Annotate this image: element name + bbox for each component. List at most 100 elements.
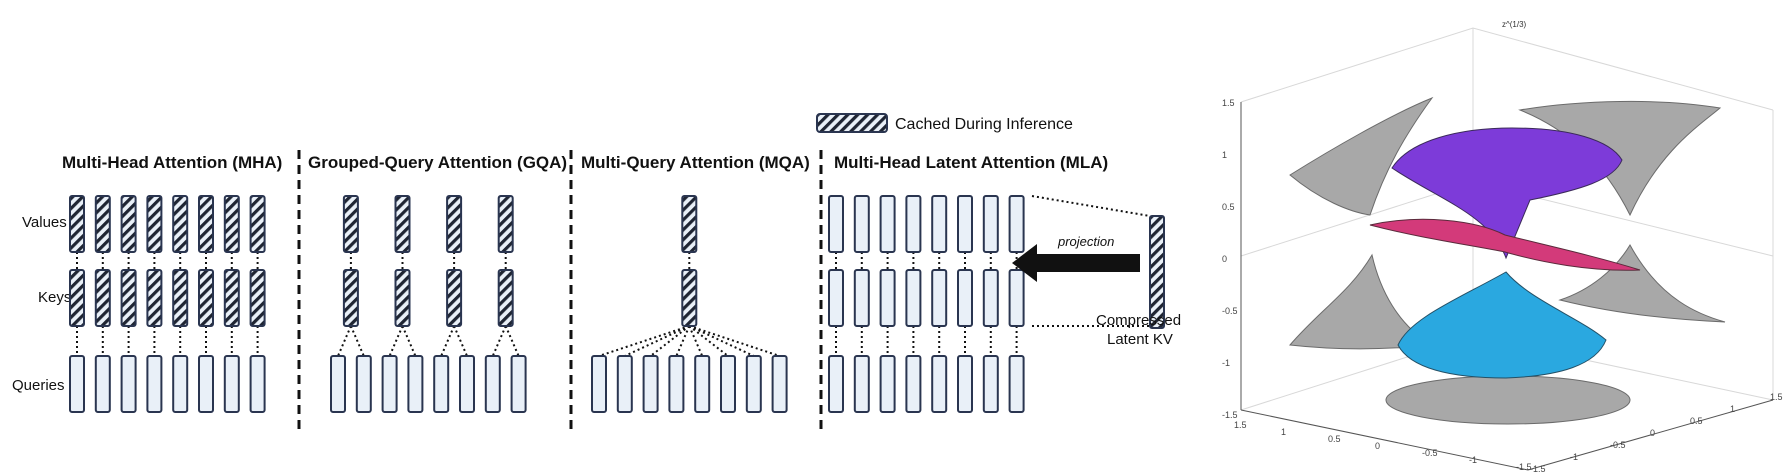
plot-ticks: 1.510.50-0.5-1-1.51.510.50-0.5-1-1.5-1.5… [1222,98,1783,474]
key-query-connector [504,325,520,357]
gqa-query-head [510,355,527,413]
y-tick-label: -1 [1570,452,1578,462]
mla-query-head [853,355,870,413]
mla-key-head [1008,269,1025,327]
mha-key-head [198,269,214,327]
grey-surface-left-upper [1289,96,1434,216]
mla-query-head [982,355,999,413]
mqa-query-head [694,355,711,413]
mha-query-head [146,355,163,413]
projection-arrowhead [1012,244,1037,282]
x-tick-label: 1.5 [1234,420,1247,430]
mla-value-head [853,195,870,253]
key-query-connector [453,325,468,357]
row-label-queries: Queries [12,377,65,394]
legend: Cached During Inference [816,113,1073,133]
gqa-query-head [459,355,475,413]
y-tick-label: 1 [1730,404,1735,414]
mha-value-head [146,195,163,253]
key-query-connector [349,325,365,357]
key-query-connector [624,325,690,357]
mha-value-head [223,195,240,253]
mha-key-head [94,269,111,327]
key-query-connector [440,325,456,357]
key-query-connector [688,325,755,357]
mha-value-head [94,195,111,253]
z-tick-label: 1 [1222,150,1227,160]
grey-surface-bottom-disc [1385,375,1631,425]
mha-query-head [69,355,85,413]
gqa-value-head [497,195,514,253]
mla-value-head [957,195,973,253]
legend-label: Cached During Inference [895,116,1073,133]
mla-key-head [957,269,973,327]
key-query-connector [688,325,729,357]
mqa-query-head [591,355,607,413]
compressed-latent-kv-block [1149,215,1165,329]
mqa-query-head [720,355,736,413]
key-query-connector [688,325,704,357]
grey-surface-left-lower [1289,253,1434,350]
gqa-query-head [433,355,450,413]
mla-key-head [853,269,870,327]
section-title-gqa: Grouped-Query Attention (GQA) [308,153,567,172]
gqa-key-head [342,269,359,327]
row-label-keys: Keys [38,289,71,306]
mha-value-head [120,195,137,253]
colored-surface-lower [1397,271,1607,379]
mha-query-head [94,355,111,413]
mha-value-head [198,195,214,253]
mqa-query-head [616,355,633,413]
gqa-value-head [342,195,359,253]
mla-query-head [957,355,973,413]
mha-query-head [172,355,189,413]
section-title-mla: Multi-Head Latent Attention (MLA) [834,153,1108,172]
legend-hatch-swatch [816,113,888,133]
colored-surface [1369,127,1641,379]
colored-surface-upper [1391,127,1623,260]
latent-label-line2: Latent KV [1107,331,1173,348]
mla-value-head [982,195,999,253]
latent-dotted-top [1031,195,1151,217]
gqa-value-head [446,195,463,253]
key-query-connector [388,325,404,357]
key-query-connector [401,325,417,357]
mla-query-head [828,355,844,413]
gqa-key-head [394,269,411,327]
mla-query-head [1008,355,1025,413]
mha-key-head [146,269,163,327]
y-tick-label: 0 [1650,428,1655,438]
x-tick-label: 1 [1281,427,1286,437]
z-tick-label: 1.5 [1222,98,1235,108]
mqa-query-head [668,355,685,413]
mla-query-head [931,355,948,413]
projection-arrow [1037,254,1140,272]
y-tick-label: -1.5 [1530,464,1546,474]
mla-key-head [828,269,844,327]
mqa-query-head [745,355,762,413]
mha-query-head [223,355,240,413]
mla-key-head [931,269,948,327]
mqa-key-head [681,269,698,327]
mha-key-head [172,269,189,327]
mha-value-head [69,195,85,253]
mla-value-head [879,195,896,253]
gqa-query-head [381,355,398,413]
z-tick-label: -1.5 [1222,410,1238,420]
gqa-key-head [497,269,514,327]
mqa-query-head [642,355,659,413]
mqa-value-head [681,195,698,253]
key-query-connector [688,325,780,357]
z-axis-title: z^(1/3) [1502,20,1527,29]
mla-query-head [905,355,922,413]
y-tick-label: -0.5 [1610,440,1626,450]
x-tick-label: -0.5 [1422,448,1438,458]
key-query-connector [598,325,690,357]
mha-value-head [172,195,189,253]
z-tick-label: 0.5 [1222,202,1235,212]
mha-key-head [120,269,137,327]
z-tick-label: -1 [1222,358,1230,368]
x-tick-label: 0 [1375,441,1380,451]
mla-key-head [982,269,999,327]
